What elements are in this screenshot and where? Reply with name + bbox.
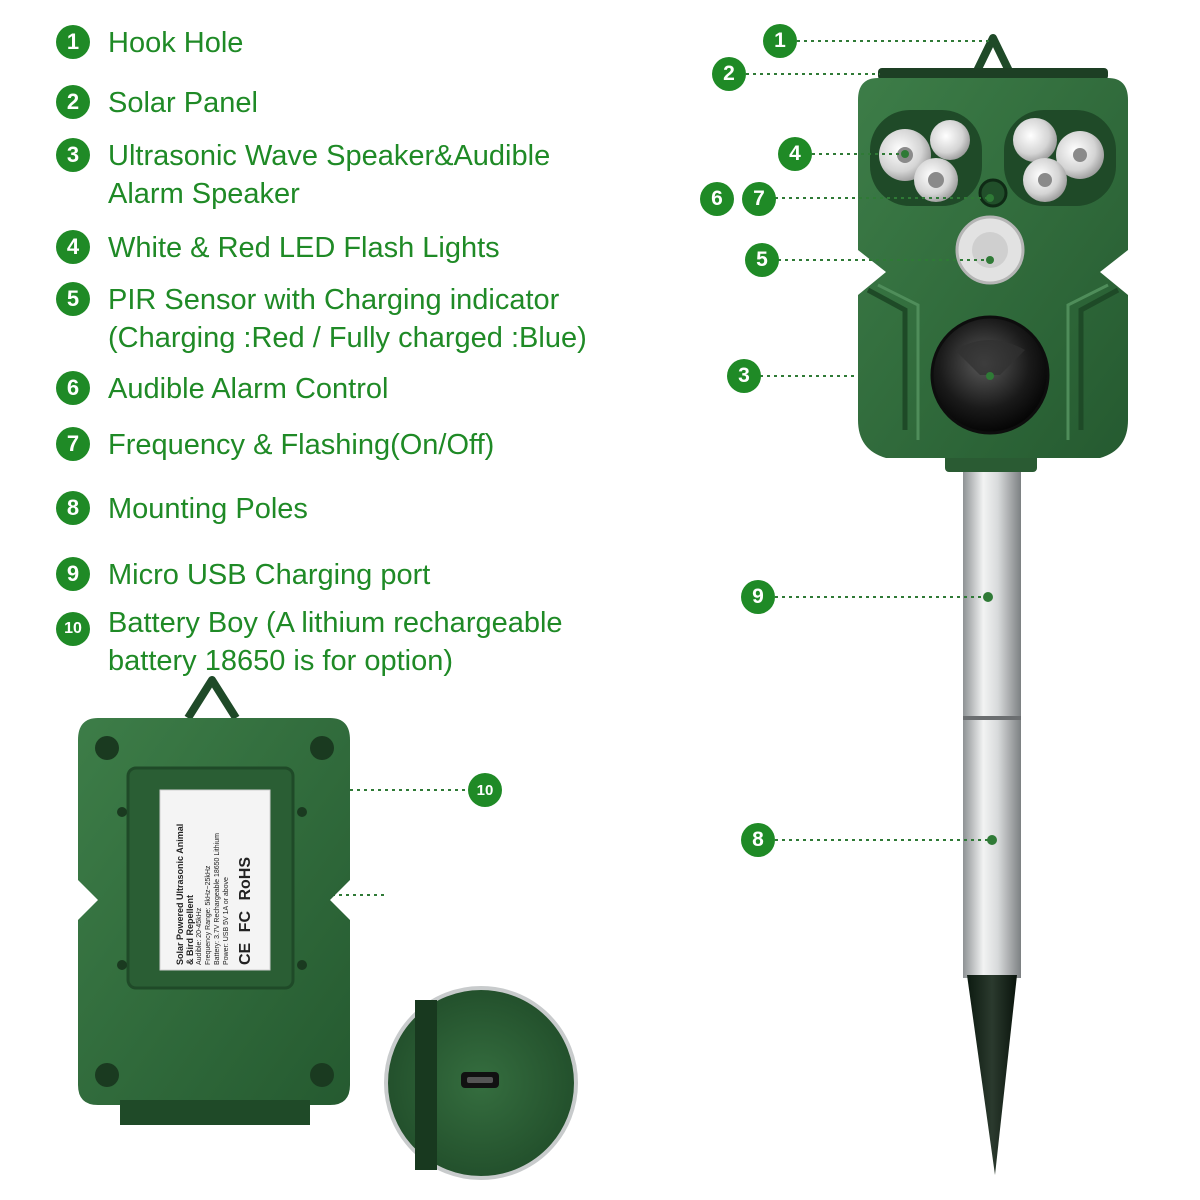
callout-10: 10 bbox=[468, 773, 502, 807]
spec-line: Battery: 3.7V Rechargeable 18650 Lithium bbox=[214, 833, 221, 965]
led-flash-lights bbox=[879, 118, 1104, 202]
legend-item-2: 2 Solar Panel bbox=[56, 84, 258, 122]
control-button bbox=[978, 178, 1008, 208]
callout-7: 7 bbox=[742, 182, 776, 216]
spec-line: Power: USB 5V 1A or above bbox=[223, 877, 230, 965]
legend-number: 8 bbox=[56, 491, 90, 525]
spec-line: & Bird Repellent bbox=[185, 894, 195, 965]
spec-label-sticker bbox=[159, 789, 271, 971]
fc-mark: FC bbox=[237, 910, 254, 933]
callout-5: 5 bbox=[745, 243, 779, 277]
spec-line: Solar Powered Ultrasonic Animal bbox=[175, 823, 185, 965]
legend-label: Mounting Poles bbox=[108, 493, 308, 525]
legend-number: 7 bbox=[56, 427, 90, 461]
mounting-pole bbox=[963, 468, 1021, 1175]
legend-number: 1 bbox=[56, 25, 90, 59]
callout-4: 4 bbox=[778, 137, 812, 171]
callout-1: 1 bbox=[763, 24, 797, 58]
legend-item-6: 6 Audible Alarm Control bbox=[56, 370, 388, 408]
hook-hole bbox=[971, 34, 1015, 77]
legend-number: 9 bbox=[56, 557, 90, 591]
legend-item-7: 7 Frequency & Flashing(On/Off) bbox=[56, 426, 494, 464]
legend-number: 4 bbox=[56, 230, 90, 264]
legend-item-1: 1 Hook Hole bbox=[56, 24, 243, 62]
legend-number: 3 bbox=[56, 138, 90, 172]
usb-port-zoom bbox=[384, 986, 578, 1180]
legend-label: Battery Boy (A lithium rechargeable batt… bbox=[108, 607, 563, 677]
callout-8: 8 bbox=[741, 823, 775, 857]
legend-item-5: 5 PIR Sensor with Charging indicator (Ch… bbox=[56, 281, 587, 357]
legend-number: 2 bbox=[56, 85, 90, 119]
spec-line: Audible: 20-45kHz bbox=[196, 907, 203, 965]
legend-number: 6 bbox=[56, 371, 90, 405]
callout-3: 3 bbox=[727, 359, 761, 393]
legend-item-9: 9 Micro USB Charging port bbox=[56, 556, 430, 594]
legend-label: Micro USB Charging port bbox=[108, 559, 431, 591]
solar-panel bbox=[878, 68, 1108, 80]
legend-label: Audible Alarm Control bbox=[108, 373, 389, 405]
legend-label: White & Red LED Flash Lights bbox=[108, 232, 500, 264]
callout-2: 2 bbox=[712, 57, 746, 91]
legend-label: Solar Panel bbox=[108, 87, 258, 119]
callout-6: 6 bbox=[700, 182, 734, 216]
legend-item-4: 4 White & Red LED Flash Lights bbox=[56, 229, 500, 267]
legend-label: Frequency & Flashing(On/Off) bbox=[108, 429, 495, 461]
legend-label: Hook Hole bbox=[108, 27, 244, 59]
legend-number: 10 bbox=[56, 612, 90, 646]
rohs-mark: RoHS bbox=[237, 856, 254, 901]
legend-label: PIR Sensor with Charging indicator (Char… bbox=[108, 284, 587, 354]
callout-9: 9 bbox=[741, 580, 775, 614]
ce-mark: CE bbox=[237, 942, 254, 965]
legend-item-8: 8 Mounting Poles bbox=[56, 490, 308, 528]
legend-label: Ultrasonic Wave Speaker&Audible Alarm Sp… bbox=[108, 140, 551, 210]
legend-number: 5 bbox=[56, 282, 90, 316]
spec-line: Frequency Range: 5kHz~25kHz bbox=[205, 865, 212, 965]
spec-label-text: Solar Powered Ultrasonic Animal & Bird R… bbox=[160, 790, 270, 970]
legend-item-10: 10 Battery Boy (A lithium rechargeable b… bbox=[56, 604, 563, 680]
legend-item-3: 3 Ultrasonic Wave Speaker&Audible Alarm … bbox=[56, 137, 550, 213]
